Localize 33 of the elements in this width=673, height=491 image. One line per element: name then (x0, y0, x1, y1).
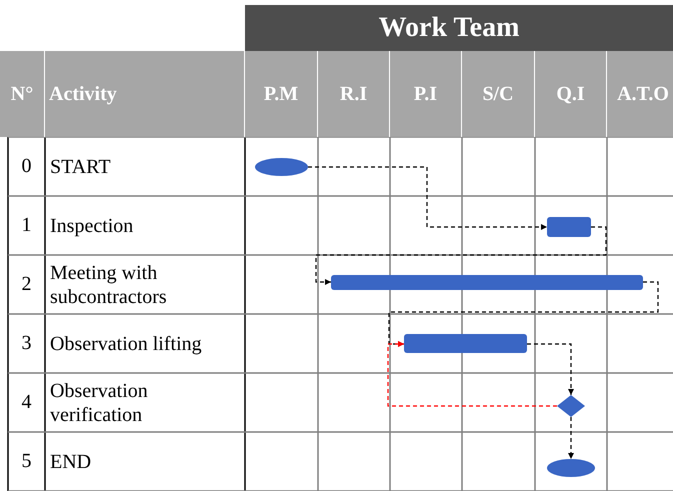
column-header: Activity (45, 51, 245, 137)
arrow (308, 166, 547, 230)
oval-shape (547, 459, 595, 477)
column-header: N° (0, 51, 45, 137)
arrow (315, 226, 607, 285)
task-bar (404, 334, 527, 353)
arrow (568, 417, 574, 459)
column-header: P.M (245, 51, 318, 137)
arrow (388, 281, 659, 347)
activity-label: START (49, 154, 112, 180)
column-header: A.T.O (607, 51, 673, 137)
column-header: R.I (318, 51, 390, 137)
row-number: 2 (20, 272, 32, 297)
row-number: 0 (20, 154, 32, 179)
arrow (527, 343, 574, 395)
column-header: Q.I (535, 51, 607, 137)
activity-label: END (49, 450, 92, 474)
oval-shape (255, 158, 308, 176)
activity-label: Meeting with subcontractors (49, 260, 168, 310)
task-box (547, 217, 591, 237)
table-title: Work Team (245, 5, 673, 51)
activity-label: Observation lifting (49, 332, 203, 356)
row-number: 4 (20, 390, 32, 415)
task-bar (331, 275, 643, 290)
activity-label: Inspection (49, 214, 134, 238)
decision-diamond (557, 395, 585, 417)
column-header: S/C (462, 51, 535, 137)
activity-label: Observation verification (49, 378, 149, 428)
arrow (387, 341, 557, 407)
column-header: P.I (390, 51, 462, 137)
row-number: 5 (20, 449, 32, 474)
row-number: 1 (20, 213, 32, 238)
row-number: 3 (20, 331, 32, 356)
